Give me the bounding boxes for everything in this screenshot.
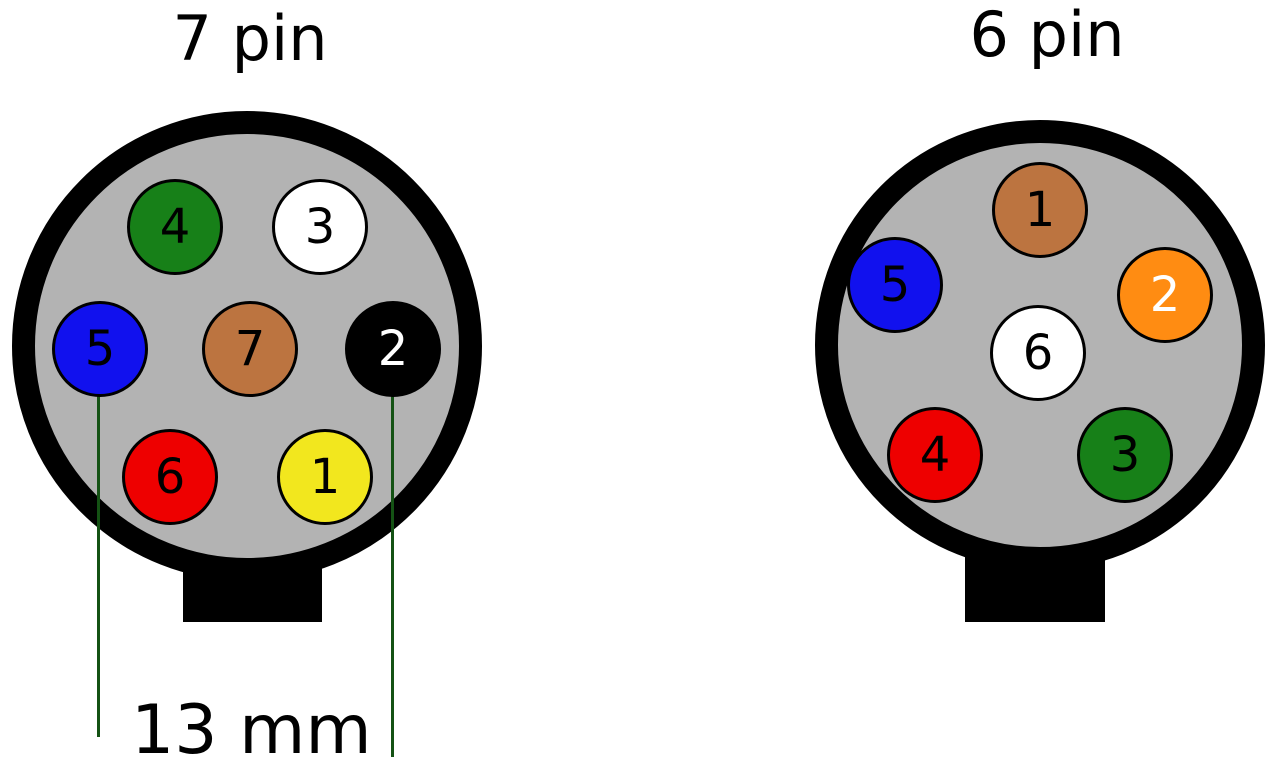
connector-title-7pin: 7 pin	[172, 2, 328, 75]
pin-7pin-4: 4	[127, 179, 223, 275]
pin-7pin-6: 6	[122, 429, 218, 525]
pin-6pin-2: 2	[1117, 247, 1213, 343]
leader-line-pin2	[391, 390, 394, 757]
dimension-label: 13 mm	[131, 691, 372, 770]
pin-6pin-1: 1	[992, 162, 1088, 258]
pin-6pin-4: 4	[887, 407, 983, 503]
connector-title-6pin: 6 pin	[969, 0, 1125, 71]
pin-6pin-6: 6	[990, 305, 1086, 401]
pin-7pin-7: 7	[202, 301, 298, 397]
pin-7pin-2: 2	[345, 301, 441, 397]
pin-7pin-1: 1	[277, 429, 373, 525]
leader-line-pin5	[97, 392, 100, 737]
pin-6pin-5: 5	[847, 237, 943, 333]
pin-6pin-3: 3	[1077, 407, 1173, 503]
pin-7pin-5: 5	[52, 301, 148, 397]
pin-7pin-3: 3	[272, 179, 368, 275]
